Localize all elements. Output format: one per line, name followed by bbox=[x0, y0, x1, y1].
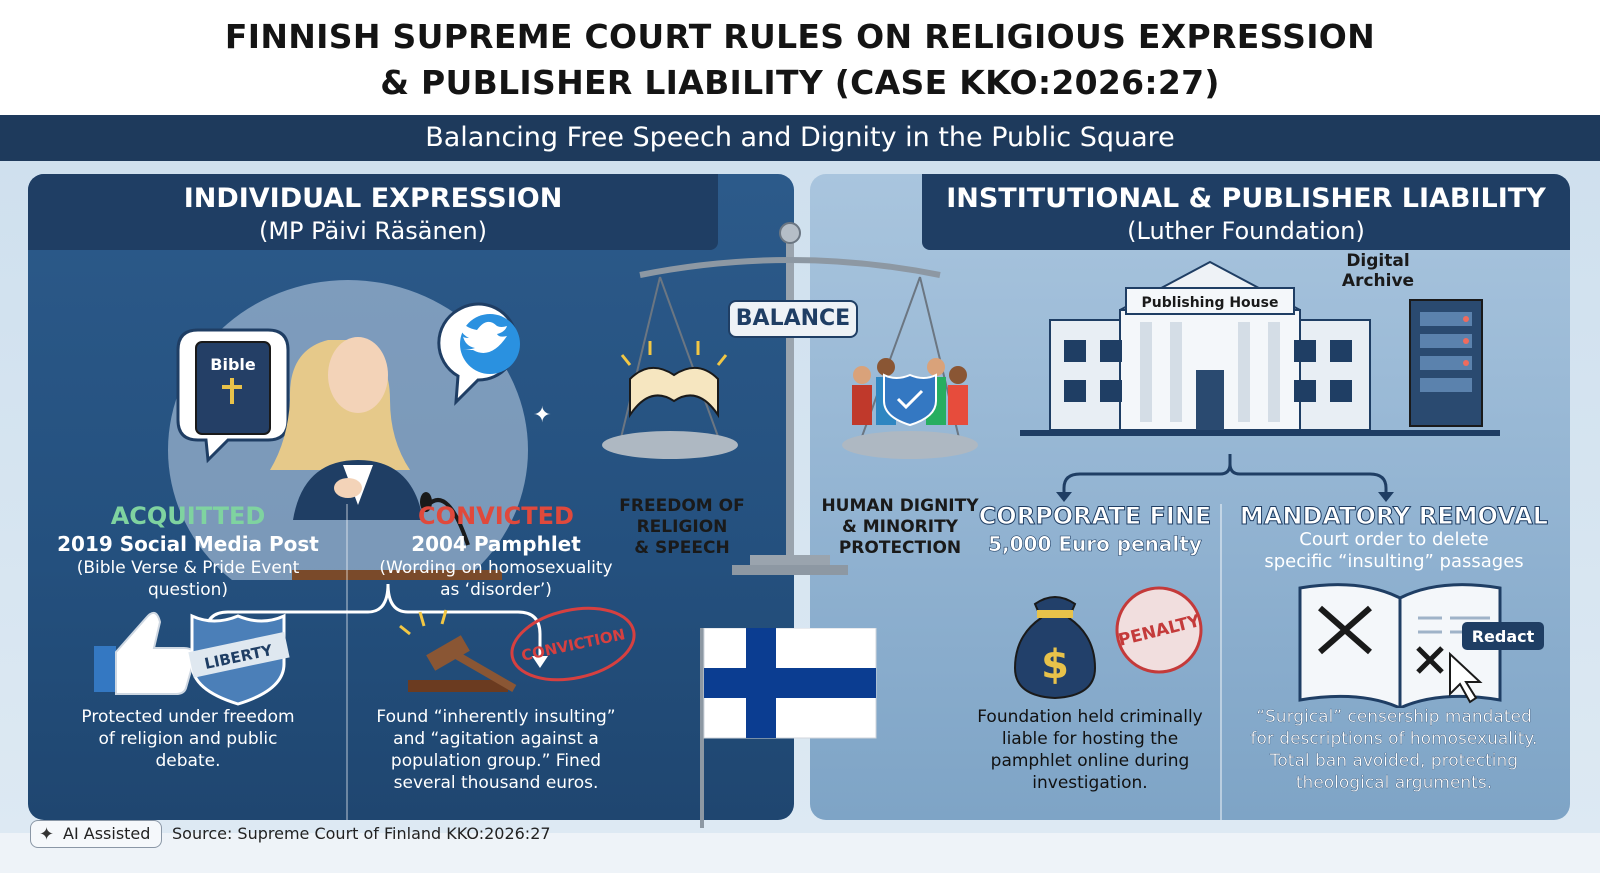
convicted-status: CONVICTED bbox=[418, 502, 574, 530]
fine-item: 5,000 Euro penalty bbox=[988, 532, 1202, 557]
footer-bar bbox=[0, 833, 1600, 873]
twitter-bird-icon bbox=[437, 302, 520, 406]
bible-label: Bible bbox=[210, 355, 256, 374]
server-icon bbox=[1409, 299, 1483, 427]
conviction-stamp: CONVICTION bbox=[510, 606, 636, 682]
left-panel: INDIVIDUAL EXPRESSION (MP Päivi Räsänen)… bbox=[28, 174, 794, 820]
left-panel-heading: INDIVIDUAL EXPRESSION bbox=[183, 183, 563, 214]
branch-arrows-right bbox=[1056, 454, 1394, 502]
speaker-illustration: Bible ✦ bbox=[168, 280, 551, 580]
fine-status: CORPORATE FINE bbox=[978, 502, 1212, 531]
convicted-item: 2004 Pamphlet bbox=[411, 532, 581, 556]
speaker-person bbox=[270, 337, 423, 520]
money-bag-icon: $ bbox=[1013, 596, 1097, 700]
right-panel-subheading: (Luther Foundation) bbox=[1127, 217, 1365, 245]
sparkle-icon: ✦ bbox=[39, 824, 55, 845]
archive-label-1: Digital bbox=[1346, 251, 1409, 271]
finland-flag-icon bbox=[700, 628, 877, 828]
gavel-icon bbox=[399, 609, 517, 692]
source-citation: Source: Supreme Court of Finland KKO:202… bbox=[172, 824, 551, 843]
right-column-divider bbox=[1220, 504, 1222, 820]
right-pan-label: HUMAN DIGNITY & MINORITY PROTECTION bbox=[821, 496, 979, 558]
convicted-body: Found “inherently insulting” and “agitat… bbox=[376, 707, 616, 793]
balance-label: BALANCE bbox=[728, 300, 858, 338]
removal-detail: Court order to delete specific “insultin… bbox=[1264, 529, 1524, 572]
penalty-stamp: PENALTY bbox=[1115, 586, 1203, 674]
svg-text:CONVICTION: CONVICTION bbox=[520, 625, 627, 665]
building-label: Publishing House bbox=[1142, 295, 1279, 311]
ai-assisted-badge: ✦ AI Assisted bbox=[30, 820, 162, 848]
left-panel-header: INDIVIDUAL EXPRESSION (MP Päivi Räsänen) bbox=[28, 174, 718, 250]
open-book-icon bbox=[620, 341, 728, 419]
convicted-icons: CONVICTION bbox=[399, 606, 636, 692]
podium bbox=[292, 570, 502, 580]
acquitted-body: Protected under freedom of religion and … bbox=[81, 707, 295, 771]
convicted-detail: (Wording on homosexuality as ‘disorder’) bbox=[379, 558, 613, 600]
shield-icon: LIBERTY bbox=[188, 613, 290, 706]
removal-body: “Surgical” censership mandated for descr… bbox=[1250, 707, 1538, 793]
redact-label: Redact bbox=[1472, 627, 1535, 646]
sparkle-icon: ✦ bbox=[533, 403, 551, 428]
removal-status: MANDATORY REMOVAL bbox=[1239, 502, 1549, 531]
acquitted-icons: LIBERTY bbox=[94, 611, 290, 706]
subtitle: Balancing Free Speech and Dignity in the… bbox=[425, 122, 1175, 153]
bible-icon: Bible bbox=[176, 328, 290, 464]
right-panel-header: INSTITUTIONAL & PUBLISHER LIABILITY (Lut… bbox=[922, 174, 1570, 250]
right-panel-heading: INSTITUTIONAL & PUBLISHER LIABILITY bbox=[946, 183, 1546, 214]
left-panel-subheading: (MP Päivi Räsänen) bbox=[258, 217, 488, 245]
publisher-illustration: Publishing House Digital bbox=[1020, 251, 1500, 436]
svg-text:$: $ bbox=[1041, 642, 1069, 688]
archive-label-2: Archive bbox=[1342, 271, 1414, 291]
title-line-1: FINNISH SUPREME COURT RULES ON RELIGIOUS… bbox=[224, 17, 1376, 56]
acquitted-item: 2019 Social Media Post bbox=[57, 532, 319, 556]
building-icon: Publishing House bbox=[1020, 260, 1500, 436]
left-pan-label: FREEDOM OF RELIGION & SPEECH bbox=[619, 496, 745, 558]
thumbs-up-icon bbox=[94, 611, 196, 695]
subtitle-band: Balancing Free Speech and Dignity in the… bbox=[0, 115, 1600, 161]
title-line-2: & PUBLISHER LIABILITY (CASE KKO:2026:27) bbox=[380, 63, 1220, 102]
right-panel: INSTITUTIONAL & PUBLISHER LIABILITY (Lut… bbox=[810, 174, 1570, 820]
people-shield-icon bbox=[852, 358, 968, 427]
fine-icons: $ PENALTY bbox=[1013, 586, 1203, 700]
redacted-book-icon: Redact bbox=[1298, 583, 1544, 708]
cursor-icon bbox=[1449, 651, 1483, 704]
scales-icon bbox=[602, 222, 978, 575]
page-title: FINNISH SUPREME COURT RULES ON RELIGIOUS… bbox=[0, 14, 1600, 106]
acquitted-status: ACQUITTED bbox=[110, 502, 266, 530]
acquitted-detail: (Bible Verse & Pride Event question) bbox=[76, 558, 300, 600]
fine-body: Foundation held criminally liable for ho… bbox=[977, 707, 1203, 793]
left-column-divider bbox=[346, 504, 348, 820]
